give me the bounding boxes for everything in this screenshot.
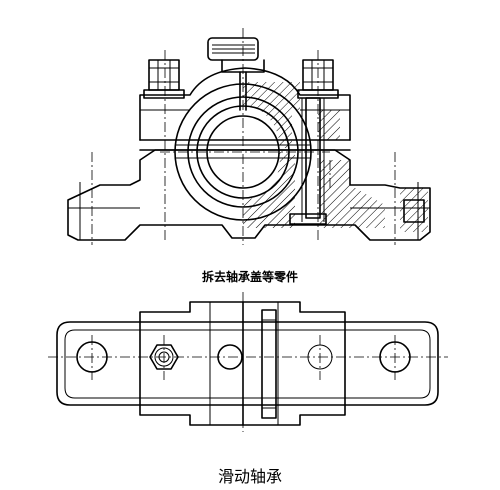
front-view — [67, 28, 431, 245]
figure-caption: 滑动轴承 — [217, 467, 282, 486]
bearing-cap — [139, 67, 351, 141]
base-outline — [67, 149, 431, 241]
body-block — [139, 301, 346, 426]
base-plate — [56, 321, 439, 406]
top-view — [48, 292, 448, 432]
shaft-bore — [206, 115, 280, 189]
left-bolt — [143, 59, 185, 99]
section-note: 拆去轴承盖等零件 — [201, 270, 298, 284]
